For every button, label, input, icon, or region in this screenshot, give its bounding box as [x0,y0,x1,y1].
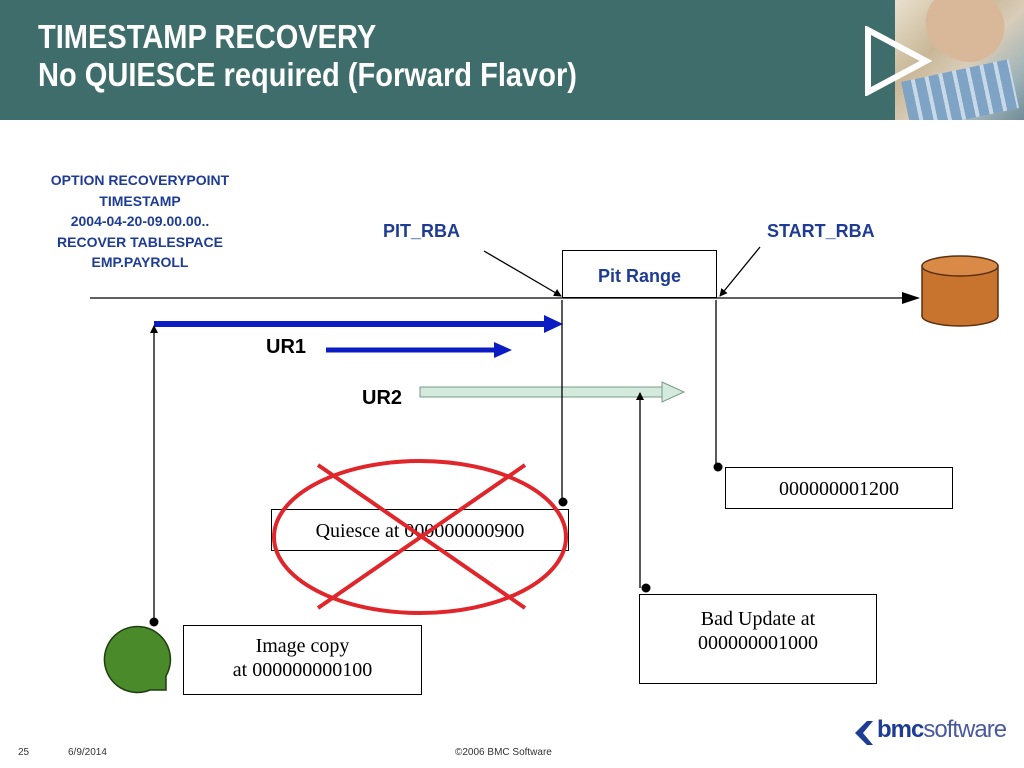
bmc-logo: bmcsoftware [877,716,1007,744]
start-rba-label: START_RBA [767,221,875,241]
image-copy-box: Image copy at 000000000100 [183,625,422,695]
timeline-arrowhead [902,292,920,304]
pit-rba-pointer [483,250,562,297]
title-line-2: No QUIESCE required (Forward Flavor) [38,56,577,93]
start-rba-pointer [719,246,761,297]
start-rba-dot [713,462,723,472]
ur2-arrowhead [661,381,686,403]
ur1-short-arrowhead [494,342,512,358]
ur1-long-arrowhead [544,315,563,333]
start-rba-value: 000000001200 [779,478,899,500]
bad-update-line-1: Bad Update at [700,608,816,630]
bad-update-dot [641,583,651,593]
note-line-4: RECOVER TABLESPACE [57,233,223,250]
bad-update-box: Bad Update at 000000001000 [639,594,877,684]
play-triangle-icon[interactable] [862,26,932,96]
page-number: 25 [18,747,30,758]
logo-light: software [923,716,1007,743]
image-copy-line-2: at 000000000100 [232,659,373,681]
database-cylinder-icon [921,255,999,327]
quiesce-dot [558,497,568,507]
image-copy-dot [149,617,159,627]
note-line-2: TIMESTAMP [99,192,181,209]
note-line-1: OPTION RECOVERYPOINT [50,172,230,188]
header-photo [895,0,1024,120]
quiesce-box: Quiesce at 000000000900 [271,509,569,551]
slide-title: TIMESTAMP RECOVERY No QUIESCE required (… [38,18,577,94]
quiesce-text: Quiesce at 000000000900 [315,520,525,542]
pit-rba-label: PIT_RBA [383,221,461,241]
header-bar: TIMESTAMP RECOVERY No QUIESCE required (… [0,0,1024,120]
logo-bold: bmc [877,716,924,743]
footer-date: 6/9/2014 [68,747,107,758]
ur1-label: UR1 [266,336,307,358]
pit-range-box: Pit Range [562,250,717,298]
start-rba-value-box: 000000001200 [725,467,953,509]
pit-range-label: Pit Range [597,266,681,286]
note-line-5: EMP.PAYROLL [91,254,189,270]
note-line-3: 2004-04-20-09.00.00.. [70,213,210,229]
bad-update-line-2: 000000001000 [698,632,818,654]
footer-copyright: ©2006 BMC Software [455,747,552,758]
bmc-logo-icon [855,721,873,745]
ur2-label: UR2 [362,387,403,409]
image-copy-line-1: Image copy [255,635,350,657]
ur2-arrow-shaft [419,386,665,398]
recovery-option-note: OPTION RECOVERYPOINT TIMESTAMP 2004-04-2… [20,170,260,273]
title-line-1: TIMESTAMP RECOVERY [38,18,377,55]
tape-reel-icon [103,625,172,694]
